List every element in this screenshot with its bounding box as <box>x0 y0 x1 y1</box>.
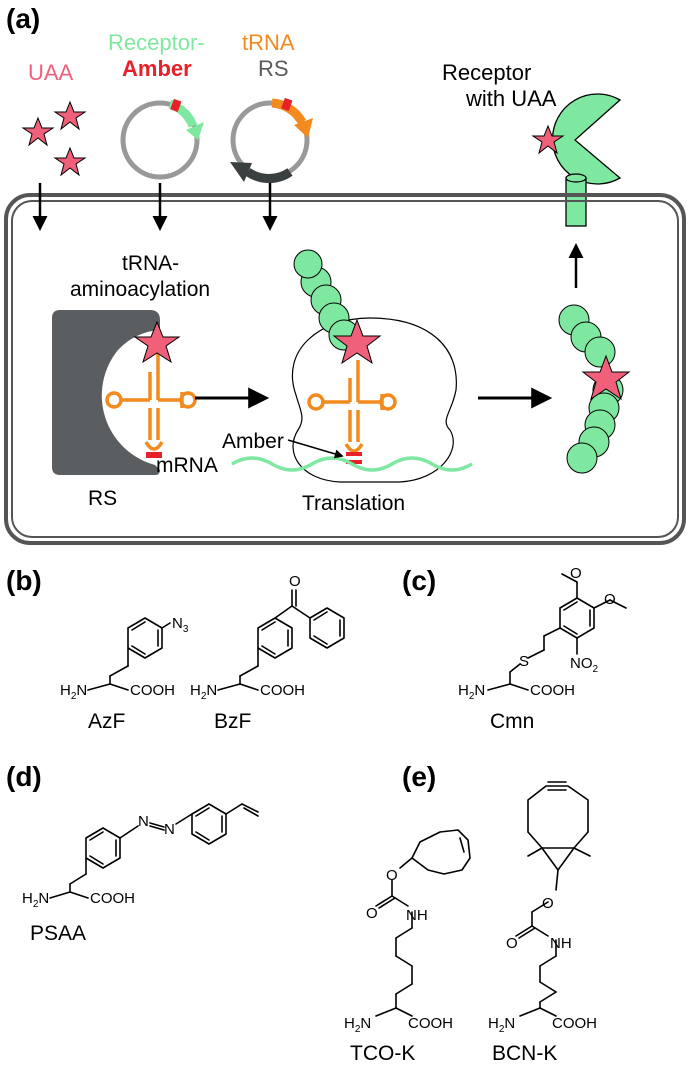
panel-d: (d) N N H2N COOH PSAA <box>6 761 259 945</box>
uaa-on-trna-star-icon <box>133 320 181 364</box>
psaa-structure: N N H2N COOH PSAA <box>22 803 259 945</box>
bcn-o2: O <box>506 935 518 952</box>
trna-aminoacylation-label-2: aminoacylation <box>70 278 210 301</box>
bcn-h2n: H2N <box>488 1015 515 1035</box>
panel-e: (e) O O NH H2N COOH TCO-K <box>344 761 597 1065</box>
psaa-n2: N <box>164 821 175 838</box>
psaa-cooh: COOH <box>90 890 135 907</box>
mrna-label: mRNA <box>156 454 218 477</box>
bcn-o1: O <box>542 895 554 912</box>
tco-cooh: COOH <box>408 1015 453 1032</box>
tco-nh: NH <box>406 907 428 924</box>
tco-name: TCO-K <box>350 1042 415 1065</box>
uaa-on-protein-star-icon <box>581 354 631 401</box>
amber-mid-label: Amber <box>222 430 284 453</box>
cmn-structure: O O S NO2 H2N COOH Cmn <box>458 565 627 733</box>
trna-top-label: tRNA <box>242 30 295 55</box>
panel-c-label: (c) <box>402 565 436 596</box>
amber-pointer-arrow <box>287 439 344 459</box>
psaa-n1: N <box>138 813 149 830</box>
cell-membrane <box>4 193 686 545</box>
cmn-o2: O <box>604 591 616 608</box>
azf-structure: N3 H2N COOH AzF <box>60 615 189 733</box>
panel-c: (c) O O S NO2 H2N COOH Cmn <box>402 565 627 733</box>
cmn-cooh: COOH <box>530 682 575 699</box>
tco-o1: O <box>386 867 398 884</box>
bzf-cooh: COOH <box>260 682 305 699</box>
cmn-o1: O <box>570 565 582 582</box>
uaa-on-ribosome-star-icon <box>332 318 382 365</box>
cmn-h2n: H2N <box>458 682 485 702</box>
bcn-name: BCN-K <box>492 1042 557 1065</box>
panel-e-label: (e) <box>402 761 436 792</box>
panel-a: (a) UAA Receptor- Amber tRNA RS Receptor… <box>4 3 686 545</box>
bcn-k-structure: O O NH H2N COOH BCN-K <box>488 781 597 1065</box>
bzf-name: BzF <box>214 710 251 733</box>
ribosome-icon <box>291 317 457 483</box>
rs-enzyme-icon <box>52 310 160 475</box>
panel-b: (b) N3 H2N COOH AzF <box>6 565 345 733</box>
trna-in-ribosome-icon <box>307 360 397 464</box>
tco-k-structure: O O NH H2N COOH TCO-K <box>344 829 471 1065</box>
entry-arrows <box>32 183 584 288</box>
psaa-name: PSAA <box>30 922 86 945</box>
cmn-no2: NO2 <box>570 655 599 675</box>
bcn-nh: NH <box>550 935 572 952</box>
receptor-amber-plasmid-icon <box>120 98 204 180</box>
tco-h2n: H2N <box>344 1015 371 1035</box>
receptor-with-uaa-label-2: with UAA <box>465 86 557 111</box>
bzf-o: O <box>289 573 301 590</box>
trna-in-rs-icon <box>105 350 197 458</box>
rs-top-label: RS <box>258 56 289 81</box>
uaa-star-icon <box>53 146 87 177</box>
receptor-label: Receptor- <box>108 30 205 55</box>
psaa-h2n: H2N <box>22 890 49 910</box>
panel-d-label: (d) <box>6 761 42 792</box>
cmn-name: Cmn <box>490 710 534 733</box>
receptor-with-uaa-label-1: Receptor <box>442 60 531 85</box>
bzf-h2n: H2N <box>190 682 217 702</box>
bcn-cooh: COOH <box>552 1015 597 1032</box>
azf-h2n: H2N <box>60 682 87 702</box>
amber-top-label: Amber <box>122 56 192 81</box>
uaa-stars <box>21 100 87 177</box>
translation-label: Translation <box>302 492 405 515</box>
azf-name: AzF <box>88 710 125 733</box>
nascent-peptide <box>293 249 360 351</box>
bzf-structure: O H2N COOH BzF <box>190 573 345 733</box>
trna-rs-plasmid-icon <box>230 97 313 183</box>
receptor-with-uaa-icon <box>531 93 622 227</box>
panel-b-label: (b) <box>6 565 42 596</box>
uaa-star-icon <box>21 116 55 147</box>
tco-o2: O <box>366 905 378 922</box>
cmn-s: S <box>519 653 529 670</box>
uaa-label: UAA <box>28 60 74 85</box>
uaa-star-icon <box>53 100 87 131</box>
azf-cooh: COOH <box>130 682 175 699</box>
trna-aminoacylation-label-1: tRNA- <box>122 252 179 275</box>
rs-bottom-label: RS <box>88 487 117 510</box>
mrna-strand <box>231 456 473 472</box>
panel-a-label: (a) <box>6 3 40 34</box>
azf-n3: N3 <box>172 615 189 635</box>
